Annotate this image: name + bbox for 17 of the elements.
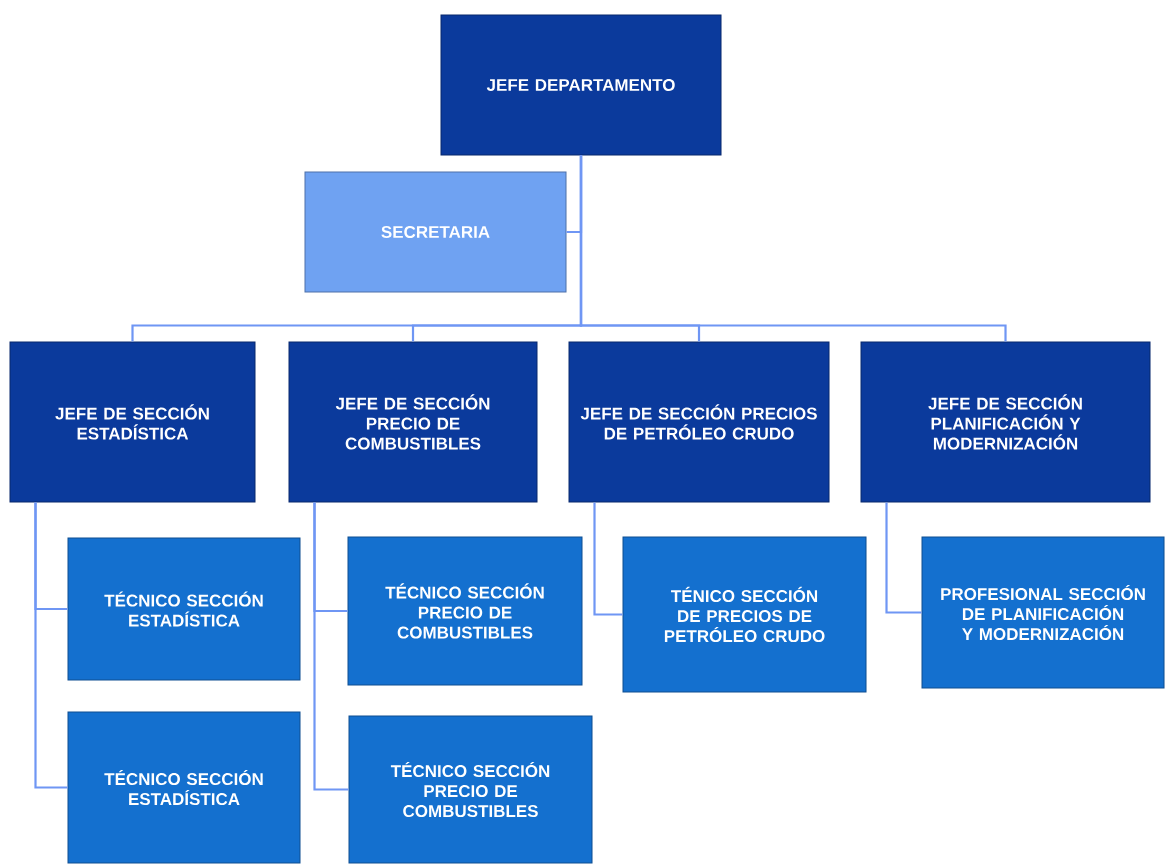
org-box: JEFE DEPARTAMENTO (440, 14, 722, 156)
connector-line (34, 502, 68, 789)
org-box: TÉNICO SECCIÓN DE PRECIOS DE PETRÓLEO CRUDO (622, 536, 867, 693)
org-box: JEFE DE SECCIÓN PRECIO DE COMBUSTIBLES (288, 341, 538, 503)
connector-line (313, 502, 349, 791)
connector-line (593, 502, 623, 616)
org-box: JEFE DE SECCIÓN PLANIFICACIÓN Y MODERNIZACIÓN (860, 341, 1151, 503)
org-box: TÉCNICO SECCIÓN PRECIO DE COMBUSTIBLES (348, 715, 593, 864)
connector-line (885, 502, 922, 614)
connector-line (579, 155, 1007, 342)
org-box: TÉCNICO SECCIÓN PRECIO DE COMBUSTIBLES (347, 536, 583, 686)
org-box: SECRETARIA (304, 171, 567, 293)
org-box: JEFE DE SECCIÓN PRECIOS DE PETRÓLEO CRUDO (568, 341, 830, 503)
org-box: TÉCNICO SECCIÓN ESTADÍSTICA (67, 711, 301, 864)
org-box: TÉCNICO SECCIÓN ESTADÍSTICA (67, 537, 301, 681)
org-box: PROFESIONAL SECCIÓN DE PLANIFICACIÓN Y MODERNIZACIÓN (921, 536, 1165, 689)
org-box: JEFE DE SECCIÓN ESTADÍSTICA (9, 341, 256, 503)
